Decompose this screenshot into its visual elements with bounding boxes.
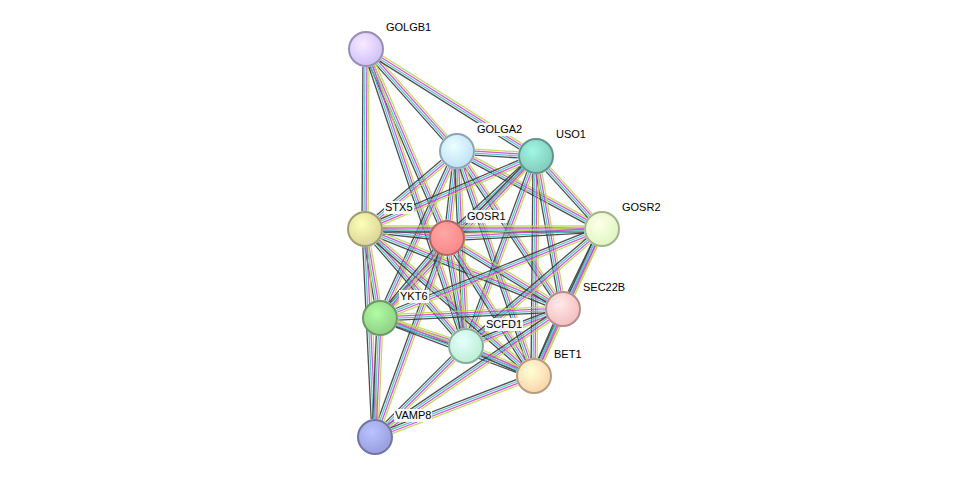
evidence-line <box>465 233 584 240</box>
protein-label: VAMP8 <box>394 409 432 422</box>
protein-label: GOSR2 <box>621 201 662 214</box>
evidence-line <box>462 248 547 300</box>
evidence-line <box>550 167 592 213</box>
evidence-line <box>379 163 444 218</box>
evidence-line <box>546 171 588 217</box>
interaction-edge <box>461 245 549 302</box>
interaction-edge <box>362 67 369 211</box>
evidence-line <box>541 245 594 359</box>
evidence-line <box>381 165 446 220</box>
interaction-edge <box>398 307 545 320</box>
evidence-line <box>539 244 592 358</box>
interaction-edge <box>475 149 518 158</box>
interaction-edge <box>546 167 592 217</box>
evidence-line <box>390 361 456 427</box>
evidence-line <box>373 336 376 419</box>
evidence-line <box>363 67 365 211</box>
protein-label: SEC22B <box>582 281 626 294</box>
evidence-line <box>471 173 529 329</box>
evidence-line <box>484 351 519 366</box>
evidence-line <box>549 169 591 215</box>
evidence-line <box>388 359 454 425</box>
interaction-edge <box>469 172 532 330</box>
protein-node: GOLGA2 <box>439 133 475 169</box>
evidence-line <box>367 67 369 211</box>
evidence-line <box>389 250 433 302</box>
evidence-line <box>391 382 516 430</box>
evidence-line <box>377 243 519 366</box>
evidence-line <box>538 324 553 358</box>
protein-label: YKT6 <box>399 290 429 303</box>
evidence-line <box>391 251 435 303</box>
protein-node: SCFD1 <box>448 328 484 364</box>
interaction-edge <box>539 244 597 361</box>
protein-node: GOLGB1 <box>348 31 384 67</box>
interaction-edge <box>369 65 463 330</box>
protein-label: USO1 <box>555 128 587 141</box>
evidence-line <box>544 247 597 361</box>
protein-label: BET1 <box>553 348 583 361</box>
interaction-edge <box>481 351 518 372</box>
interaction-edge <box>386 357 456 427</box>
evidence-line <box>473 173 531 329</box>
evidence-line <box>483 352 518 367</box>
evidence-line <box>475 174 533 330</box>
interaction-edge <box>389 250 437 306</box>
evidence-line <box>482 354 517 369</box>
evidence-line <box>542 246 595 360</box>
evidence-line <box>392 383 517 431</box>
protein-label: GOLGA2 <box>476 123 523 136</box>
protein-node: VAMP8 <box>357 419 393 455</box>
protein-node: GOSR2 <box>584 211 620 247</box>
protein-node: BET1 <box>516 358 552 394</box>
evidence-line <box>378 162 443 217</box>
evidence-line <box>361 67 363 211</box>
evidence-line <box>393 385 518 433</box>
protein-node: STX5 <box>347 211 383 247</box>
evidence-line <box>475 155 518 158</box>
protein-label: GOLGB1 <box>385 21 432 34</box>
evidence-line <box>547 170 589 216</box>
interaction-edge <box>377 160 445 219</box>
evidence-line <box>365 67 367 211</box>
interaction-edge <box>391 380 519 434</box>
evidence-line <box>379 240 521 363</box>
protein-node: GOSR1 <box>429 220 465 256</box>
protein-node: SEC22B <box>545 291 581 327</box>
evidence-line <box>481 356 516 371</box>
evidence-line <box>378 242 520 365</box>
protein-label: GOSR1 <box>466 210 507 223</box>
protein-label: SCFD1 <box>485 318 523 331</box>
interaction-edge <box>465 227 584 240</box>
protein-node: YKT6 <box>362 300 398 336</box>
evidence-line <box>398 313 545 320</box>
protein-label: STX5 <box>384 201 414 214</box>
evidence-line <box>383 225 584 226</box>
protein-node: USO1 <box>518 138 554 174</box>
evidence-line <box>391 380 516 428</box>
interaction-edge <box>373 336 382 419</box>
